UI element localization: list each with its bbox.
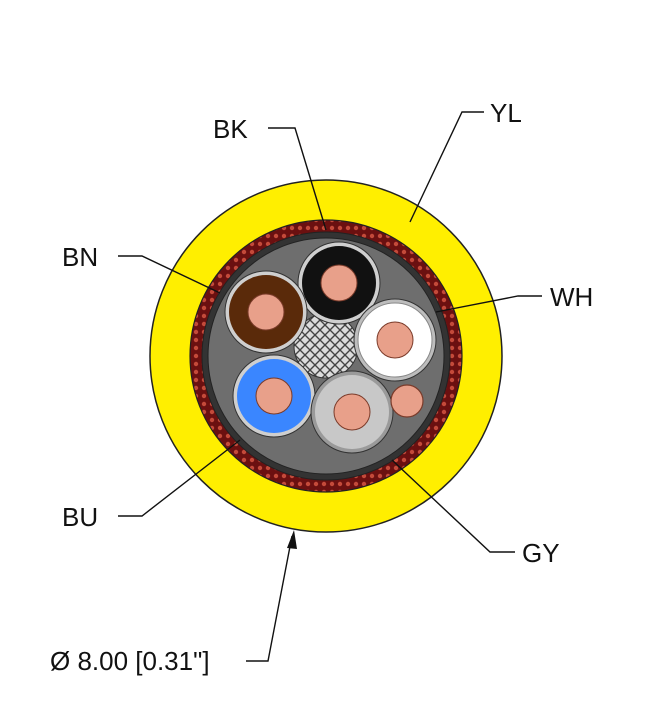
leader-bu: [118, 439, 241, 517]
label-bn: BN: [62, 242, 99, 272]
conductor-black: [297, 241, 381, 325]
label-gy: GY: [522, 538, 560, 568]
conductor-white: [353, 298, 437, 382]
label-bk: BK: [213, 114, 248, 144]
drain-wire: [390, 384, 424, 418]
label-yl: YL: [490, 98, 522, 128]
leader-lines: [118, 111, 542, 662]
label-diameter: Ø 8.00 [0.31"]: [50, 646, 210, 676]
diameter-arrowhead: [287, 530, 297, 549]
leader-wh: [435, 295, 542, 313]
label-bu: BU: [62, 502, 99, 532]
conductor-blue: [232, 354, 316, 438]
leader-gy: [391, 459, 515, 553]
label-wh: WH: [550, 282, 594, 312]
leader-yl: [409, 111, 484, 223]
leader-diameter: [246, 535, 293, 662]
leader-bn: [118, 255, 221, 294]
leader-bk: [268, 127, 327, 231]
conductor-brown: [224, 270, 308, 354]
conductor-gray: [310, 370, 394, 454]
